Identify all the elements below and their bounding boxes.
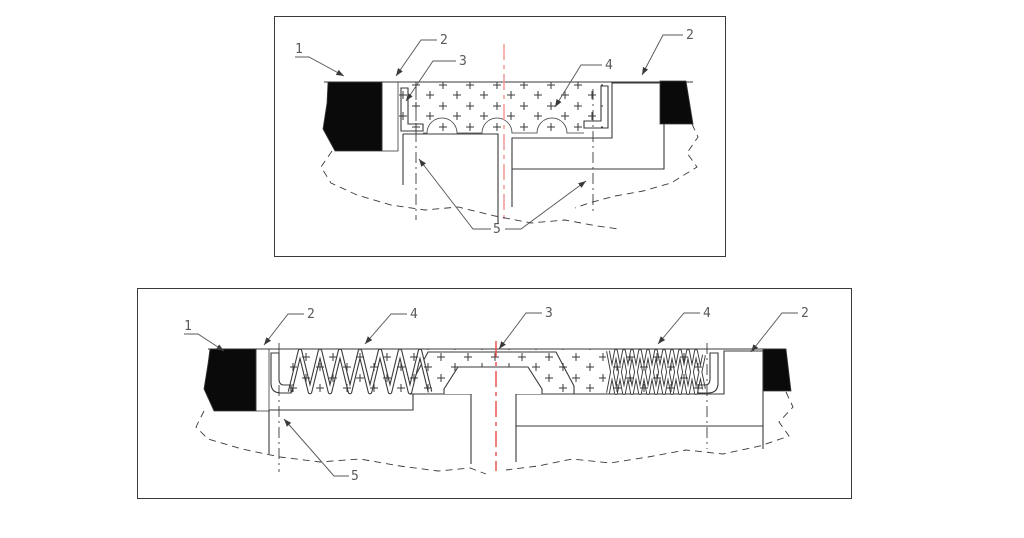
rubber-profile-left [270, 352, 292, 394]
callout-2-left: 2 [263, 307, 315, 346]
callout-2-left-label: 2 [440, 33, 448, 48]
callout-2-left: 2 [395, 33, 448, 77]
callout-1-label: 1 [295, 42, 303, 57]
steel-angle-left [400, 87, 424, 132]
callout-1: 1 [184, 319, 225, 352]
bellows-seal-right [606, 349, 706, 395]
callout-2-right: 2 [750, 306, 809, 353]
callout-3-label: 3 [459, 54, 467, 69]
callout-4-right-label: 4 [703, 306, 711, 321]
masonry-block-left [203, 348, 257, 412]
masonry-block-right [762, 348, 792, 392]
callout-2-right-label: 2 [801, 306, 809, 321]
callout-1: 1 [295, 42, 345, 77]
detail-drawing-bottom-frame: 1 2 4 3 4 2 5 [137, 288, 852, 499]
masonry-block-left [322, 81, 383, 152]
callout-3-label: 3 [545, 306, 553, 321]
slab-left [268, 393, 472, 464]
callout-3: 3 [405, 54, 467, 102]
mesh-strip [381, 81, 399, 152]
callout-4-left-label: 4 [410, 307, 418, 322]
joint-gap [444, 367, 542, 394]
bellows-seal-left [287, 348, 433, 395]
callout-5: 5 [283, 418, 359, 484]
rubber-profile-right [697, 352, 719, 394]
break-line-right [574, 123, 699, 209]
break-line-left [195, 410, 487, 475]
sealant-arcs [423, 117, 584, 134]
slab-left [402, 133, 499, 223]
detail-drawing-top: 1 2 3 4 2 5 [295, 28, 699, 237]
foam-filler [399, 82, 603, 134]
detail-drawing-bottom: 1 2 4 3 4 2 5 [184, 306, 809, 484]
mesh-strip [255, 348, 270, 412]
steel-angle-right [583, 85, 609, 129]
callout-1-label: 1 [184, 319, 192, 334]
callout-5-label: 5 [493, 222, 501, 237]
callout-3: 3 [498, 306, 553, 350]
callout-5: 5 [418, 158, 587, 237]
break-line-right [505, 391, 794, 471]
callout-2-right: 2 [641, 28, 694, 76]
callout-2-left-label: 2 [307, 307, 315, 322]
callout-4: 4 [554, 58, 613, 108]
callout-5-label: 5 [351, 469, 359, 484]
callout-4-left: 4 [364, 307, 418, 345]
masonry-block-right [659, 80, 694, 125]
callout-4-right: 4 [657, 306, 711, 345]
callout-2-right-label: 2 [686, 28, 694, 43]
callout-4-label: 4 [605, 58, 613, 73]
detail-drawing-top-frame: 1 2 3 4 2 5 [274, 16, 726, 257]
